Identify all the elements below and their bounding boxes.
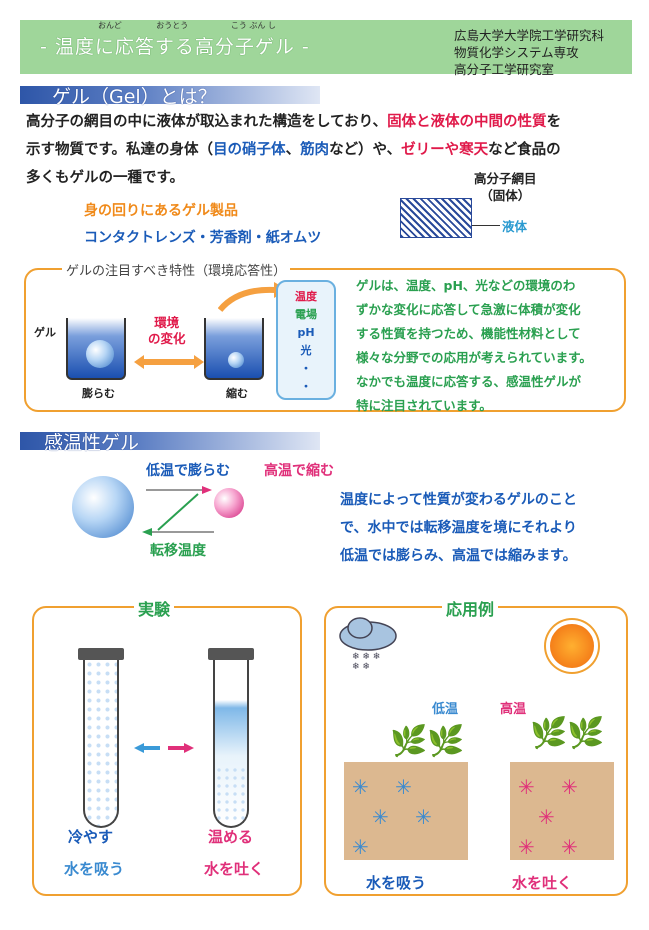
tube-cap-right: [208, 648, 254, 660]
products-list: コンタクトレンズ・芳香剤・紙オムツ: [84, 230, 322, 246]
page-title: - 温度に応答する高分子ゲル -: [40, 36, 310, 58]
beaker-swell: [66, 318, 126, 380]
gel-label: ゲル: [34, 326, 56, 339]
experiment-arrows: [134, 740, 194, 770]
release-label-app: 水を吐く: [512, 874, 573, 892]
section-bar-gel: [20, 86, 320, 104]
low-temp-label: 低温で膨らむ: [146, 463, 230, 479]
shrunk-gel-sphere: [214, 488, 244, 518]
swell-label: 膨らむ: [82, 387, 115, 400]
env-change-label: 環境の変化: [148, 315, 186, 346]
app-high-label: 高温: [500, 702, 527, 717]
liquid-label: 液体: [502, 219, 528, 234]
snow-icon: ❄ ❄ ❄❄ ❄: [352, 652, 381, 672]
title-ruby: おんど おうとう こう ぶん し: [98, 21, 276, 30]
network-label: 高分子網目（固体）: [474, 171, 537, 203]
stimuli-box: [276, 280, 336, 400]
plant-icon-2: 🌿🌿: [530, 716, 605, 751]
beaker-shrink: [204, 318, 264, 380]
experiment-box: [32, 606, 302, 896]
gel-definition: 高分子の網目の中に液体が取込まれた構造をしており、固体と液体の中間の性質を 示す…: [26, 114, 562, 186]
section-bar-thermo: [20, 432, 320, 450]
shrunk-gel-icons: ✳ ✳ ✳✳ ✳: [518, 775, 578, 859]
experiment-title: 実験: [134, 596, 175, 620]
thermo-desc: 温度によって性質が変わるゲルのことで、水中では転移温度を境にそれより低温では膨ら…: [340, 492, 577, 564]
absorb-label-app: 水を吸う: [366, 874, 427, 892]
tube-cap-left: [78, 648, 124, 660]
tube-warm-gel: [215, 766, 247, 824]
release-label-exp: 水を吐く: [204, 860, 265, 878]
application-title: 応用例: [442, 596, 499, 620]
responsive-desc: ゲルは、温度、pH、光などの環境のわずかな変化に応答して急激に体積が変化する性質…: [356, 278, 592, 413]
gel-network-image: [400, 198, 472, 238]
high-temp-label: 高温で縮む: [264, 463, 334, 479]
plant-icon: 🌿🌿: [390, 724, 465, 759]
section-title-gel: ゲル（Gel）とは？: [52, 86, 217, 108]
cloud-icon: [338, 614, 398, 654]
absorb-label-exp: 水を吸う: [64, 860, 125, 878]
gel-ball-shrunk: [228, 352, 244, 368]
cool-label: 冷やす: [68, 828, 114, 846]
gel-ball-swelled: [86, 340, 114, 368]
responsive-title: ゲルの注目すべき特性（環境応答性）: [62, 260, 291, 279]
swelled-gel-icons: ✳ ✳ ✳ ✳✳: [352, 775, 432, 859]
section-title-thermo: 感温性ゲル: [44, 432, 140, 454]
soil-warm: [510, 762, 614, 860]
warm-label: 温める: [208, 828, 254, 846]
lab-name: 広島大学大学院工学研究科物質化学システム専攻高分子工学研究室: [454, 28, 605, 77]
transition-label: 転移温度: [150, 543, 206, 559]
products-label: 身の回りにあるゲル製品: [84, 203, 238, 219]
double-arrow: [134, 354, 204, 369]
tube-cold: [83, 660, 119, 828]
swelled-gel-sphere: [72, 476, 134, 538]
header-band: [20, 20, 632, 74]
shrink-label: 縮む: [226, 387, 248, 400]
soil-cold: [344, 762, 468, 860]
liquid-pointer: [472, 225, 500, 226]
app-low-label: 低温: [432, 702, 459, 717]
transition-arrows: [140, 482, 220, 538]
sun-icon: [550, 624, 594, 668]
